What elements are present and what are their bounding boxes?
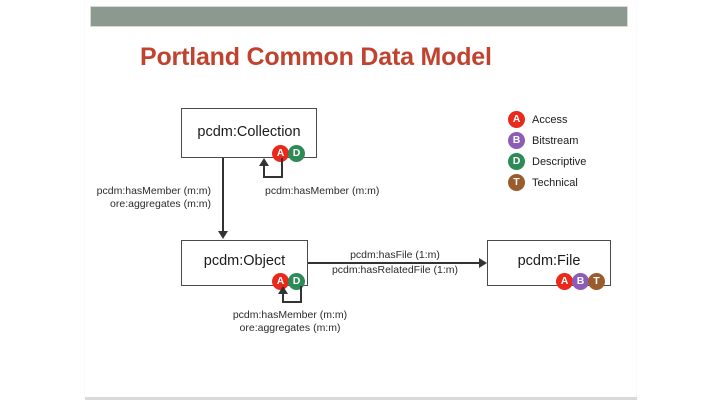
node-pcdm-collection-label: pcdm:Collection bbox=[197, 124, 301, 140]
badge-access-icon: A bbox=[272, 145, 289, 162]
object-self-loop-segment-left bbox=[282, 294, 284, 303]
node-pcdm-object-label: pcdm:Object bbox=[203, 253, 286, 269]
object-self-loop-segment-right bbox=[300, 286, 302, 303]
badge-bitstream-icon: B bbox=[572, 273, 589, 290]
collection-self-loop-segment-bottom bbox=[263, 176, 283, 178]
slide-header-bar bbox=[90, 6, 628, 27]
object-self-loop-arrowhead bbox=[278, 286, 288, 294]
legend: A Access B Bitstream D Descriptive T Tec… bbox=[508, 110, 628, 194]
legend-badge-descriptive-icon: D bbox=[508, 153, 525, 170]
edge-label-line: pcdm:hasMember (m:m) bbox=[265, 185, 380, 197]
edge-label-object-self-loop: pcdm:hasMember (m:m) ore:aggregates (m:m… bbox=[200, 309, 380, 334]
legend-label-access: Access bbox=[532, 113, 568, 126]
slide-panel bbox=[84, 0, 637, 399]
legend-item-bitstream: B Bitstream bbox=[508, 131, 628, 150]
badge-access-icon: A bbox=[272, 273, 289, 290]
edge-label-line: pcdm:hasMember (m:m) bbox=[232, 309, 348, 321]
legend-label-descriptive: Descriptive bbox=[532, 155, 587, 168]
edge-label-line: pcdm:hasMember (m:m) bbox=[96, 185, 211, 197]
node-pcdm-file-label: pcdm:File bbox=[517, 253, 581, 269]
slide-bottom-rule bbox=[85, 397, 637, 400]
badge-descriptive-icon: D bbox=[288, 145, 305, 162]
legend-badge-access-icon: A bbox=[508, 111, 525, 128]
badge-access-icon: A bbox=[556, 273, 573, 290]
edge-collection-to-object-arrowhead bbox=[218, 231, 228, 239]
edge-label-line: ore:aggregates (m:m) bbox=[110, 197, 211, 210]
edge-label-line: pcdm:hasFile (1:m) bbox=[350, 249, 440, 261]
legend-item-access: A Access bbox=[508, 110, 628, 129]
legend-item-descriptive: D Descriptive bbox=[508, 152, 628, 171]
badge-descriptive-icon: D bbox=[288, 273, 305, 290]
legend-label-technical: Technical bbox=[532, 176, 578, 189]
badge-technical-icon: T bbox=[588, 273, 605, 290]
collection-self-loop-segment-right bbox=[281, 158, 283, 178]
node-pcdm-object-badges: A D bbox=[272, 273, 305, 290]
page-title: Portland Common Data Model bbox=[140, 43, 492, 71]
edge-label-object-to-file-bottom: pcdm:hasRelatedFile (1:m) bbox=[315, 264, 475, 277]
node-pcdm-file-badges: A B T bbox=[556, 273, 605, 290]
edge-label-collection-to-object: pcdm:hasMember (m:m) ore:aggregates (m:m… bbox=[55, 185, 211, 210]
object-self-loop-segment-bottom bbox=[282, 301, 302, 303]
edge-collection-to-object-line bbox=[222, 158, 224, 232]
legend-item-technical: T Technical bbox=[508, 173, 628, 192]
edge-label-object-to-file-top: pcdm:hasFile (1:m) bbox=[315, 249, 475, 262]
node-pcdm-object[interactable]: pcdm:Object bbox=[181, 240, 308, 286]
node-pcdm-collection-badges: A D bbox=[272, 145, 305, 162]
legend-badge-bitstream-icon: B bbox=[508, 132, 525, 149]
edge-label-line: ore:aggregates (m:m) bbox=[239, 321, 341, 334]
collection-self-loop-segment-left bbox=[263, 166, 265, 178]
edge-object-to-file-arrowhead bbox=[479, 258, 487, 268]
edge-label-collection-self-loop: pcdm:hasMember (m:m) bbox=[265, 185, 379, 198]
legend-label-bitstream: Bitstream bbox=[532, 134, 579, 147]
edge-object-to-file-line bbox=[308, 262, 480, 264]
collection-self-loop-arrowhead bbox=[259, 158, 269, 166]
edge-label-line: pcdm:hasRelatedFile (1:m) bbox=[331, 264, 459, 276]
legend-badge-technical-icon: T bbox=[508, 174, 525, 191]
